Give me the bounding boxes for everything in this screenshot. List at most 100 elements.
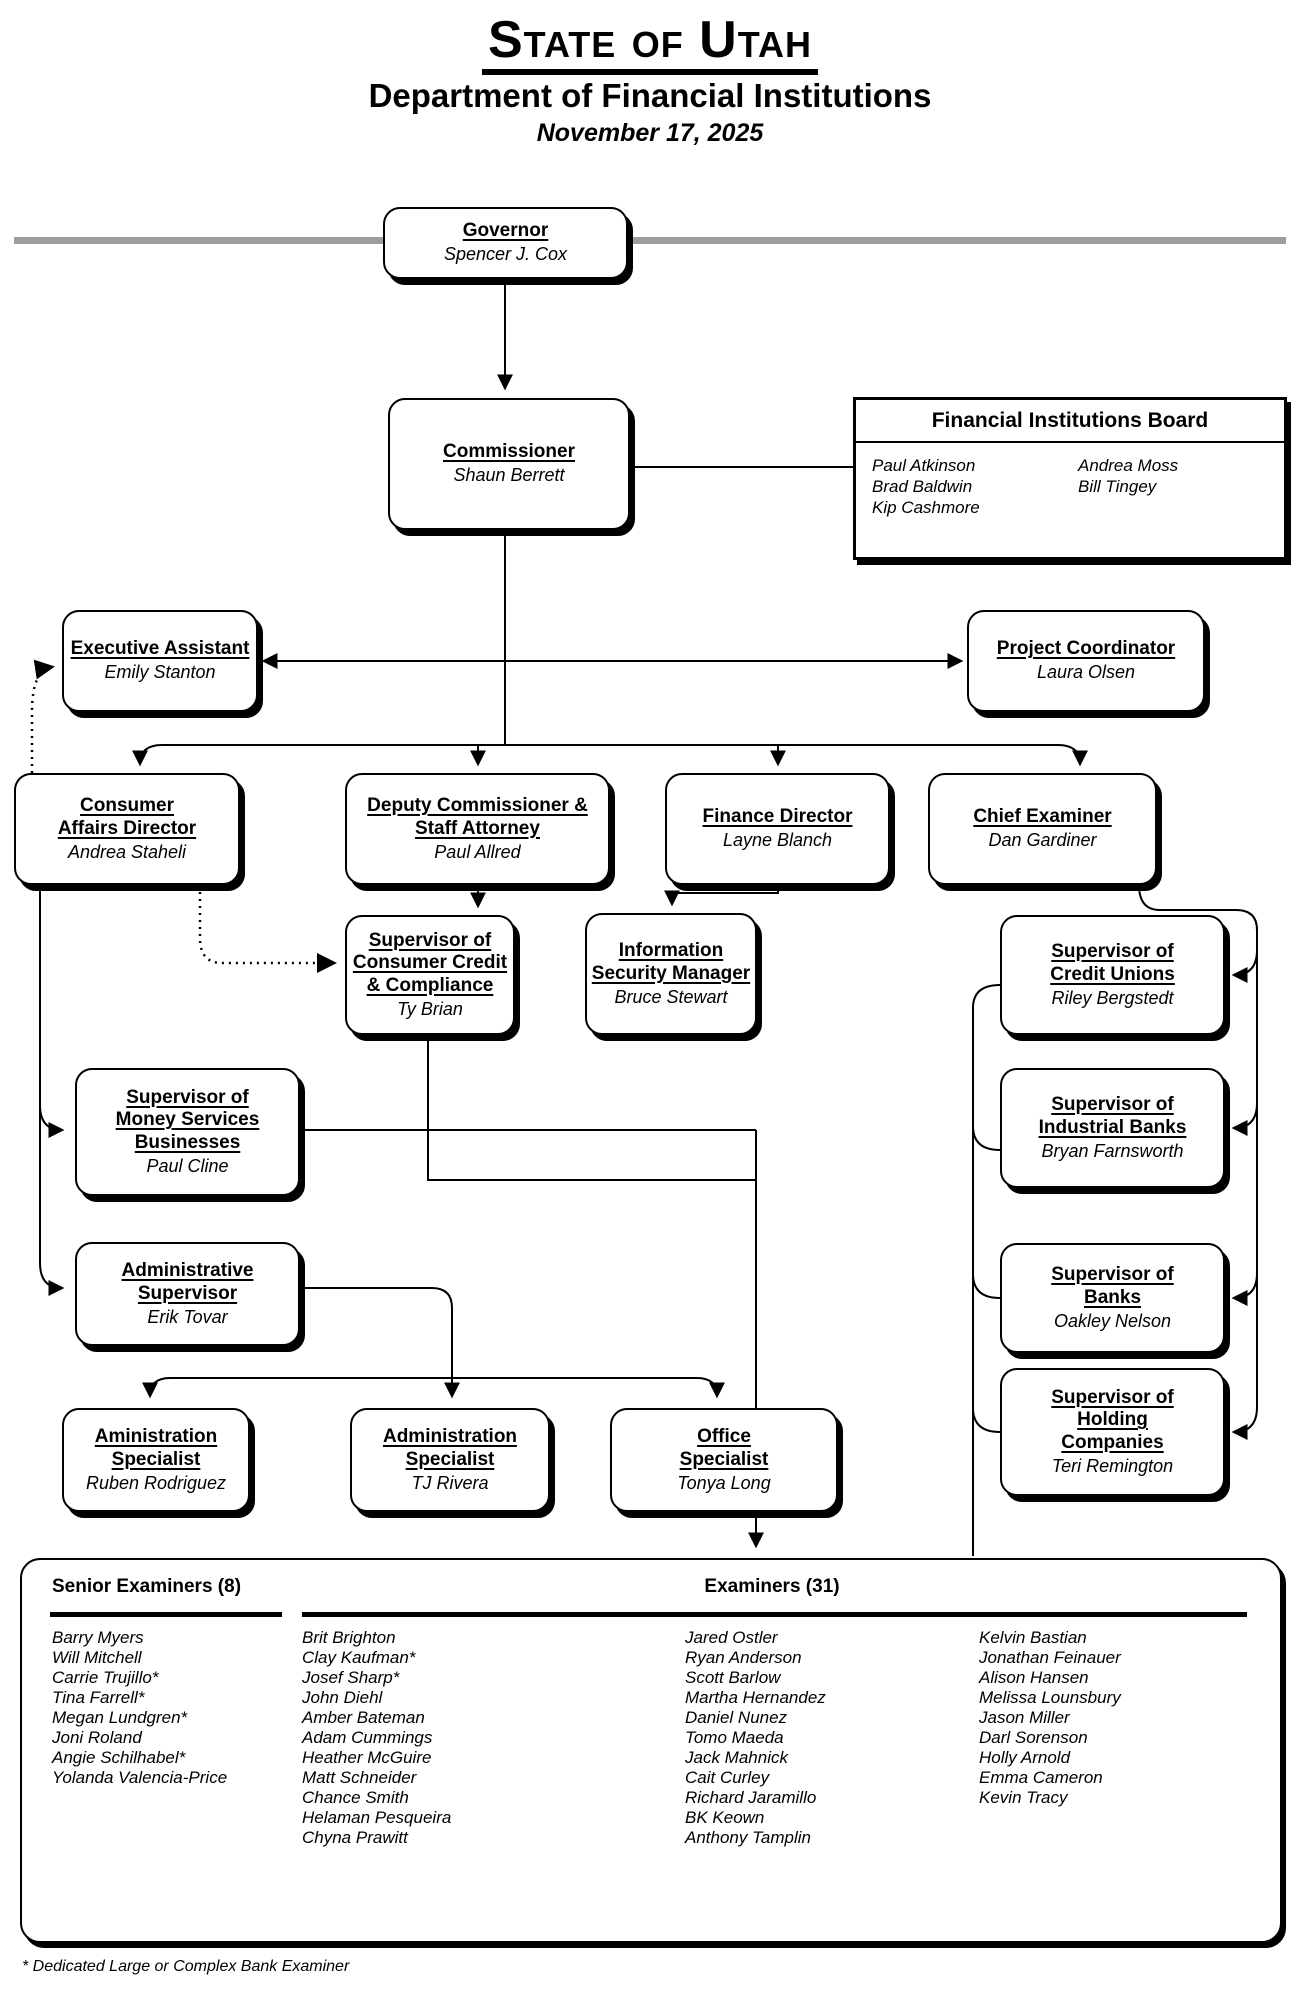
node-administrative-supervisor: Administrative Supervisor Erik Tovar xyxy=(75,1242,300,1346)
list-item: Chyna Prawitt xyxy=(302,1828,408,1847)
list-item: Ryan Anderson xyxy=(685,1648,802,1667)
list-item: Adam Cummings xyxy=(302,1728,433,1747)
node-commissioner: Commissioner Shaun Berrett xyxy=(388,398,630,530)
list-item: Bill Tingey xyxy=(1078,477,1157,496)
list-item: Chance Smith xyxy=(302,1788,409,1807)
node-supervisor-banks: Supervisor of Banks Oakley Nelson xyxy=(1000,1243,1225,1353)
node-title: Office Specialist xyxy=(679,1425,769,1470)
node-title: Administration Specialist xyxy=(382,1425,518,1470)
node-supervisor-money-services: Supervisor of Money Services Businesses … xyxy=(75,1068,300,1196)
node-supervisor-holding-companies: Supervisor of Holding Companies Teri Rem… xyxy=(1000,1368,1225,1496)
node-person: Bryan Farnsworth xyxy=(1041,1140,1184,1161)
node-title: Governor xyxy=(462,220,549,242)
list-item: Alison Hansen xyxy=(979,1668,1089,1687)
list-item: Darl Sorenson xyxy=(979,1728,1088,1747)
list-item: Amber Bateman xyxy=(302,1708,425,1727)
list-item: Josef Sharp* xyxy=(302,1668,400,1687)
board-title: Financial Institutions Board xyxy=(856,400,1284,443)
list-item: Clay Kaufman* xyxy=(302,1648,416,1667)
page-subtitle: Department of Financial Institutions xyxy=(368,77,932,115)
node-title: Deputy Commissioner & Staff Attorney xyxy=(367,794,588,839)
node-person: Paul Allred xyxy=(434,841,521,862)
list-item: John Diehl xyxy=(302,1688,383,1707)
node-supervisor-credit-unions: Supervisor of Credit Unions Riley Bergst… xyxy=(1000,915,1225,1035)
node-title: Supervisor of Consumer Credit & Complian… xyxy=(352,929,508,997)
node-person: Teri Remington xyxy=(1051,1455,1174,1476)
node-title: Information Security Manager xyxy=(591,939,751,984)
list-item: Holly Arnold xyxy=(979,1748,1071,1767)
node-title: Finance Director xyxy=(702,806,853,828)
node-title: Supervisor of Industrial Banks xyxy=(1038,1093,1187,1138)
node-title: Commissioner xyxy=(443,441,575,463)
node-person: Shaun Berrett xyxy=(453,465,565,486)
list-item: Carrie Trujillo* xyxy=(52,1668,159,1687)
node-person: TJ Rivera xyxy=(411,1472,489,1493)
node-title: Supervisor of Holding Companies xyxy=(1051,1386,1174,1454)
node-title: Aministration Specialist xyxy=(94,1425,218,1470)
node-title: Executive Assistant xyxy=(70,638,250,660)
footnote: * Dedicated Large or Complex Bank Examin… xyxy=(22,1958,350,1975)
page-title: State of Utah xyxy=(481,11,819,76)
node-governor: Governor Spencer J. Cox xyxy=(383,207,628,279)
list-item: Jason Miller xyxy=(979,1708,1070,1727)
list-item: Matt Schneider xyxy=(302,1768,417,1787)
list-item: Paul Atkinson xyxy=(872,456,976,475)
list-item: Yolanda Valencia-Price xyxy=(52,1768,228,1787)
list-item: Kevin Tracy xyxy=(979,1788,1068,1807)
node-person: Riley Bergstedt xyxy=(1051,987,1174,1008)
senior-examiners-rule xyxy=(50,1612,282,1617)
list-item: BK Keown xyxy=(685,1808,765,1827)
list-item: Heather McGuire xyxy=(302,1748,432,1767)
node-person: Tonya Long xyxy=(677,1472,771,1493)
node-person: Paul Cline xyxy=(146,1155,229,1176)
list-item: Joni Roland xyxy=(52,1728,142,1747)
list-item: Cait Curley xyxy=(685,1768,770,1787)
node-person: Dan Gardiner xyxy=(988,830,1097,851)
title-block: State of Utah Department of Financial In… xyxy=(0,0,1300,148)
list-item: Richard Jaramillo xyxy=(685,1788,817,1807)
node-administration-specialist-1: Aministration Specialist Ruben Rodriguez xyxy=(62,1408,250,1512)
node-person: Laura Olsen xyxy=(1036,662,1136,683)
list-item: Jared Ostler xyxy=(685,1628,778,1647)
senior-examiners-heading: Senior Examiners (8) xyxy=(52,1576,242,1597)
node-title: Administrative Supervisor xyxy=(121,1259,254,1304)
node-executive-assistant: Executive Assistant Emily Stanton xyxy=(62,610,258,712)
node-supervisor-consumer-credit: Supervisor of Consumer Credit & Complian… xyxy=(345,915,515,1035)
node-person: Oakley Nelson xyxy=(1053,1310,1172,1331)
node-person: Ruben Rodriguez xyxy=(85,1472,227,1493)
page-date: November 17, 2025 xyxy=(536,119,764,148)
node-finance-director: Finance Director Layne Blanch xyxy=(665,773,890,885)
node-supervisor-industrial-banks: Supervisor of Industrial Banks Bryan Far… xyxy=(1000,1068,1225,1188)
list-item: Brit Brighton xyxy=(302,1628,396,1647)
list-item: Emma Cameron xyxy=(979,1768,1103,1787)
node-person: Bruce Stewart xyxy=(614,986,728,1007)
node-title: Supervisor of Money Services Businesses xyxy=(115,1086,260,1154)
list-item: Daniel Nunez xyxy=(685,1708,788,1727)
node-administration-specialist-2: Administration Specialist TJ Rivera xyxy=(350,1408,550,1512)
list-item: Melissa Lounsbury xyxy=(979,1688,1121,1707)
list-item: Jonathan Feinauer xyxy=(979,1648,1121,1667)
examiners-rule xyxy=(302,1612,1247,1617)
list-item: Angie Schilhabel* xyxy=(52,1748,186,1767)
examiner-pool: Senior Examiners (8) Examiners (31) Barr… xyxy=(20,1558,1282,1943)
list-item: Scott Barlow xyxy=(685,1668,781,1687)
node-information-security-manager: Information Security Manager Bruce Stewa… xyxy=(585,913,757,1035)
node-person: Erik Tovar xyxy=(147,1306,228,1327)
node-office-specialist: Office Specialist Tonya Long xyxy=(610,1408,838,1512)
list-item: Kip Cashmore xyxy=(872,498,980,517)
node-person: Ty Brian xyxy=(397,998,463,1019)
node-title: Supervisor of Banks xyxy=(1051,1263,1174,1308)
node-consumer-affairs-director: Consumer Affairs Director Andrea Staheli xyxy=(14,773,240,885)
list-item: Helaman Pesqueira xyxy=(302,1808,452,1827)
list-item: Megan Lundgren* xyxy=(52,1708,188,1727)
node-deputy-commissioner: Deputy Commissioner & Staff Attorney Pau… xyxy=(345,773,610,885)
node-title: Project Coordinator xyxy=(996,638,1176,660)
node-title: Chief Examiner xyxy=(973,806,1112,828)
node-person: Andrea Staheli xyxy=(67,841,187,862)
